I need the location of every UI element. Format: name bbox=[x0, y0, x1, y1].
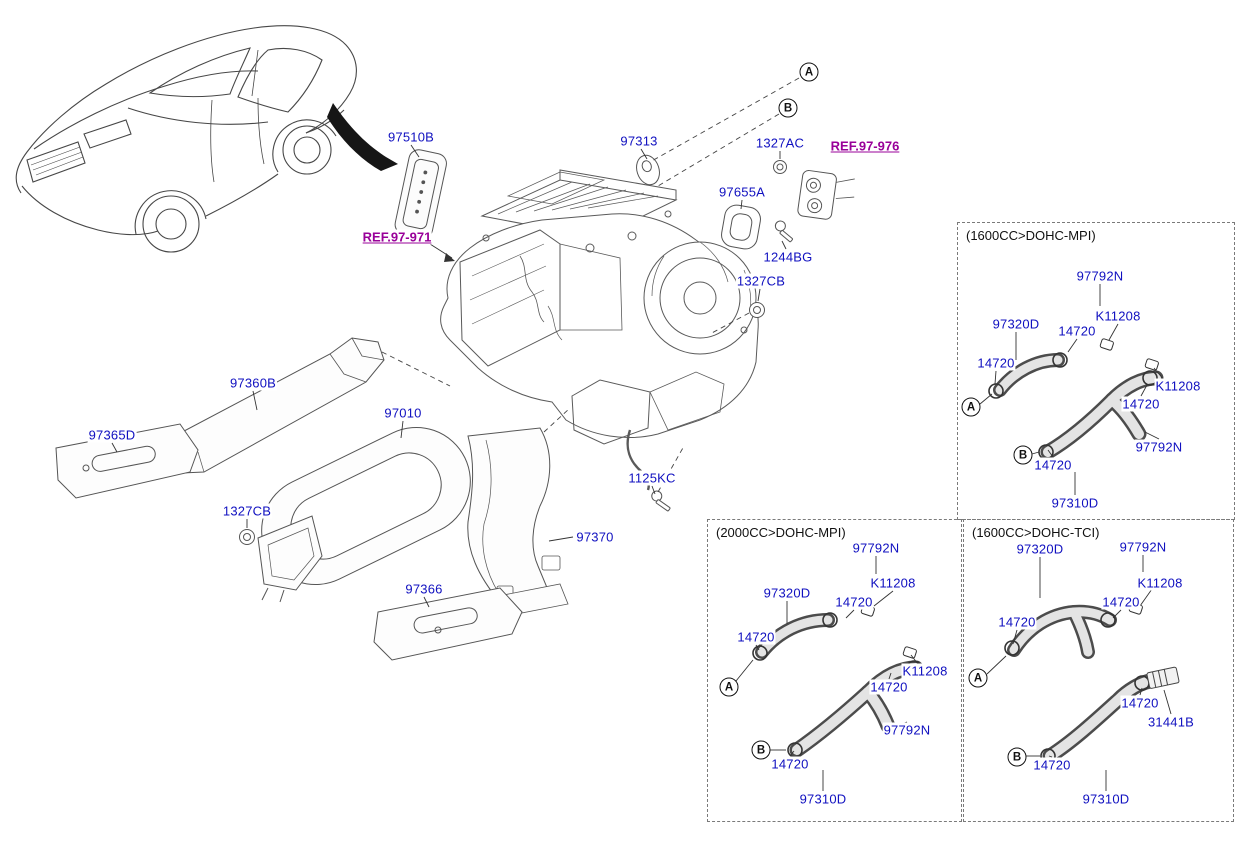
pointer-arrow bbox=[327, 103, 398, 171]
part-label-k11208[interactable]: K11208 bbox=[901, 663, 949, 679]
engine-variant-panel-1 bbox=[707, 519, 962, 822]
floor-ducts-drawing bbox=[55, 337, 569, 661]
part-label-97313[interactable]: 97313 bbox=[619, 133, 659, 149]
view-marker-a: A bbox=[799, 62, 819, 82]
part-label-k11208[interactable]: K11208 bbox=[1094, 308, 1142, 324]
engine-variant-panel-0 bbox=[957, 222, 1235, 520]
part-label-97360b[interactable]: 97360B bbox=[228, 375, 278, 391]
view-marker-b: B bbox=[778, 98, 798, 118]
part-label-97365d[interactable]: 97365D bbox=[87, 427, 137, 443]
panel1-hoses-drawing bbox=[988, 338, 1164, 460]
part-label-97655a[interactable]: 97655A bbox=[717, 184, 767, 200]
view-marker-b: B bbox=[1013, 445, 1033, 465]
part-label-97366[interactable]: 97366 bbox=[404, 581, 444, 597]
part-label-14720[interactable]: 14720 bbox=[1101, 594, 1141, 610]
part-label-14720[interactable]: 14720 bbox=[1032, 757, 1072, 773]
part-label-97370[interactable]: 97370 bbox=[575, 529, 615, 545]
part-label-97792n[interactable]: 97792N bbox=[851, 540, 901, 556]
view-marker-b: B bbox=[1007, 747, 1027, 767]
part-label-97010[interactable]: 97010 bbox=[383, 405, 423, 421]
ref-link-ref-97-971[interactable]: REF.97-971 bbox=[362, 229, 432, 245]
part-label-97320d[interactable]: 97320D bbox=[1015, 541, 1065, 557]
hvac-unit-drawing bbox=[440, 169, 759, 491]
part-label-97792n[interactable]: 97792N bbox=[882, 722, 932, 738]
part-label-k11208[interactable]: K11208 bbox=[1136, 575, 1184, 591]
view-marker-b: B bbox=[751, 740, 771, 760]
part-label-1244bg[interactable]: 1244BG bbox=[762, 249, 814, 265]
panel-title: (1600CC>DOHC-MPI) bbox=[964, 228, 1098, 243]
part-label-1327ac[interactable]: 1327AC bbox=[754, 135, 806, 151]
part-label-14720[interactable]: 14720 bbox=[770, 756, 810, 772]
part-label-14720[interactable]: 14720 bbox=[1120, 695, 1160, 711]
dashed-guide-lines bbox=[381, 77, 800, 493]
part-label-1327cb[interactable]: 1327CB bbox=[221, 503, 273, 519]
part-label-k11208[interactable]: K11208 bbox=[869, 575, 917, 591]
part-label-14720[interactable]: 14720 bbox=[834, 594, 874, 610]
part-label-14720[interactable]: 14720 bbox=[1121, 396, 1161, 412]
part-label-97310d[interactable]: 97310D bbox=[1050, 495, 1100, 511]
part-label-14720[interactable]: 14720 bbox=[1033, 457, 1073, 473]
car-illustration bbox=[15, 25, 357, 253]
panel-title: (2000CC>DOHC-MPI) bbox=[714, 525, 848, 540]
part-label-97310d[interactable]: 97310D bbox=[798, 791, 848, 807]
part-label-14720[interactable]: 14720 bbox=[997, 614, 1037, 630]
part-label-97320d[interactable]: 97320D bbox=[762, 585, 812, 601]
engine-variant-panel-2 bbox=[963, 519, 1234, 822]
part-label-14720[interactable]: 14720 bbox=[976, 355, 1016, 371]
part-label-97320d[interactable]: 97320D bbox=[991, 316, 1041, 332]
part-label-14720[interactable]: 14720 bbox=[1057, 323, 1097, 339]
small-parts-drawing bbox=[239, 154, 855, 545]
panel-title: (1600CC>DOHC-TCI) bbox=[970, 525, 1102, 540]
part-label-1125kc[interactable]: 1125KC bbox=[627, 470, 677, 486]
part-label-97310d[interactable]: 97310D bbox=[1081, 791, 1131, 807]
part-label-14720[interactable]: 14720 bbox=[736, 629, 776, 645]
view-marker-a: A bbox=[719, 677, 739, 697]
part-label-31441b[interactable]: 31441B bbox=[1146, 714, 1196, 730]
duct-97510b-drawing bbox=[394, 149, 447, 239]
view-marker-a: A bbox=[968, 668, 988, 688]
part-label-1327cb[interactable]: 1327CB bbox=[735, 273, 787, 289]
part-label-14720[interactable]: 14720 bbox=[869, 679, 909, 695]
part-label-97792n[interactable]: 97792N bbox=[1134, 439, 1184, 455]
part-label-97792n[interactable]: 97792N bbox=[1075, 268, 1125, 284]
part-label-k11208[interactable]: K11208 bbox=[1154, 378, 1202, 394]
view-marker-a: A bbox=[961, 397, 981, 417]
panel3-hoses-drawing bbox=[1004, 602, 1180, 764]
part-label-97510b[interactable]: 97510B bbox=[386, 129, 436, 145]
ref-link-ref-97-976[interactable]: REF.97-976 bbox=[830, 138, 900, 154]
part-label-97792n[interactable]: 97792N bbox=[1118, 539, 1168, 555]
